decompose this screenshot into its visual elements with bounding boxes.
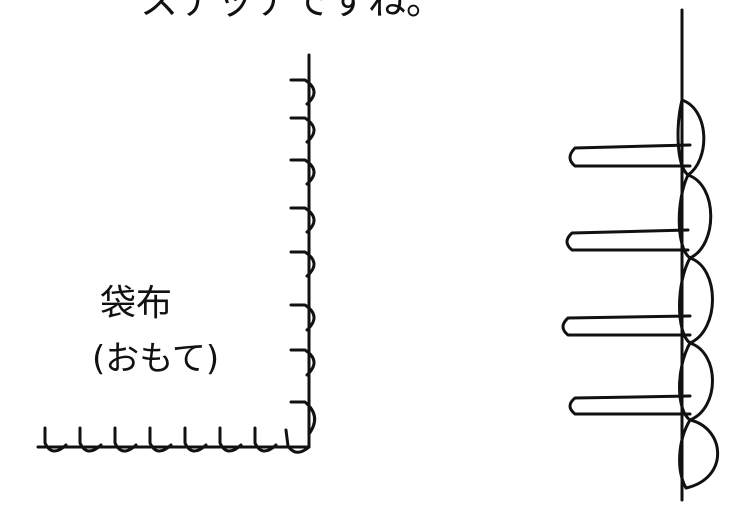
thread-strand (568, 394, 692, 416)
stitch (289, 303, 316, 332)
stitch (253, 426, 278, 453)
stitch-detail (561, 8, 720, 502)
stitch (289, 250, 316, 278)
stitch (113, 426, 138, 453)
stitch (289, 400, 317, 436)
thread-strand (561, 314, 692, 337)
detail-threads (561, 143, 692, 416)
fabric-edge (36, 53, 311, 449)
fabric-corner: 袋布 (おもて) (36, 53, 317, 454)
stitch-loop (678, 418, 720, 490)
thread-strand (565, 228, 690, 252)
stitch (289, 116, 316, 144)
fabric-label-line2: (おもて) (92, 339, 219, 379)
stitch-loop (678, 341, 714, 422)
stitch (289, 206, 316, 234)
horizontal-stitch-row (43, 426, 311, 454)
stitch-loop (678, 256, 714, 345)
stitch (148, 426, 173, 453)
thread-strand (568, 143, 692, 168)
stitch (284, 428, 311, 454)
vertical-stitch-row (289, 78, 317, 436)
stitch-loop (677, 173, 713, 260)
stitch (218, 426, 243, 453)
caption-top: ステッチですね。 (140, 0, 444, 23)
stitch (183, 426, 208, 453)
stitch (289, 78, 316, 106)
stitch (289, 158, 316, 186)
fabric-label-line1: 袋布 (100, 283, 172, 324)
detail-loops (676, 98, 720, 490)
stitch (289, 348, 316, 377)
stitch (43, 426, 68, 453)
stitch (78, 426, 103, 453)
